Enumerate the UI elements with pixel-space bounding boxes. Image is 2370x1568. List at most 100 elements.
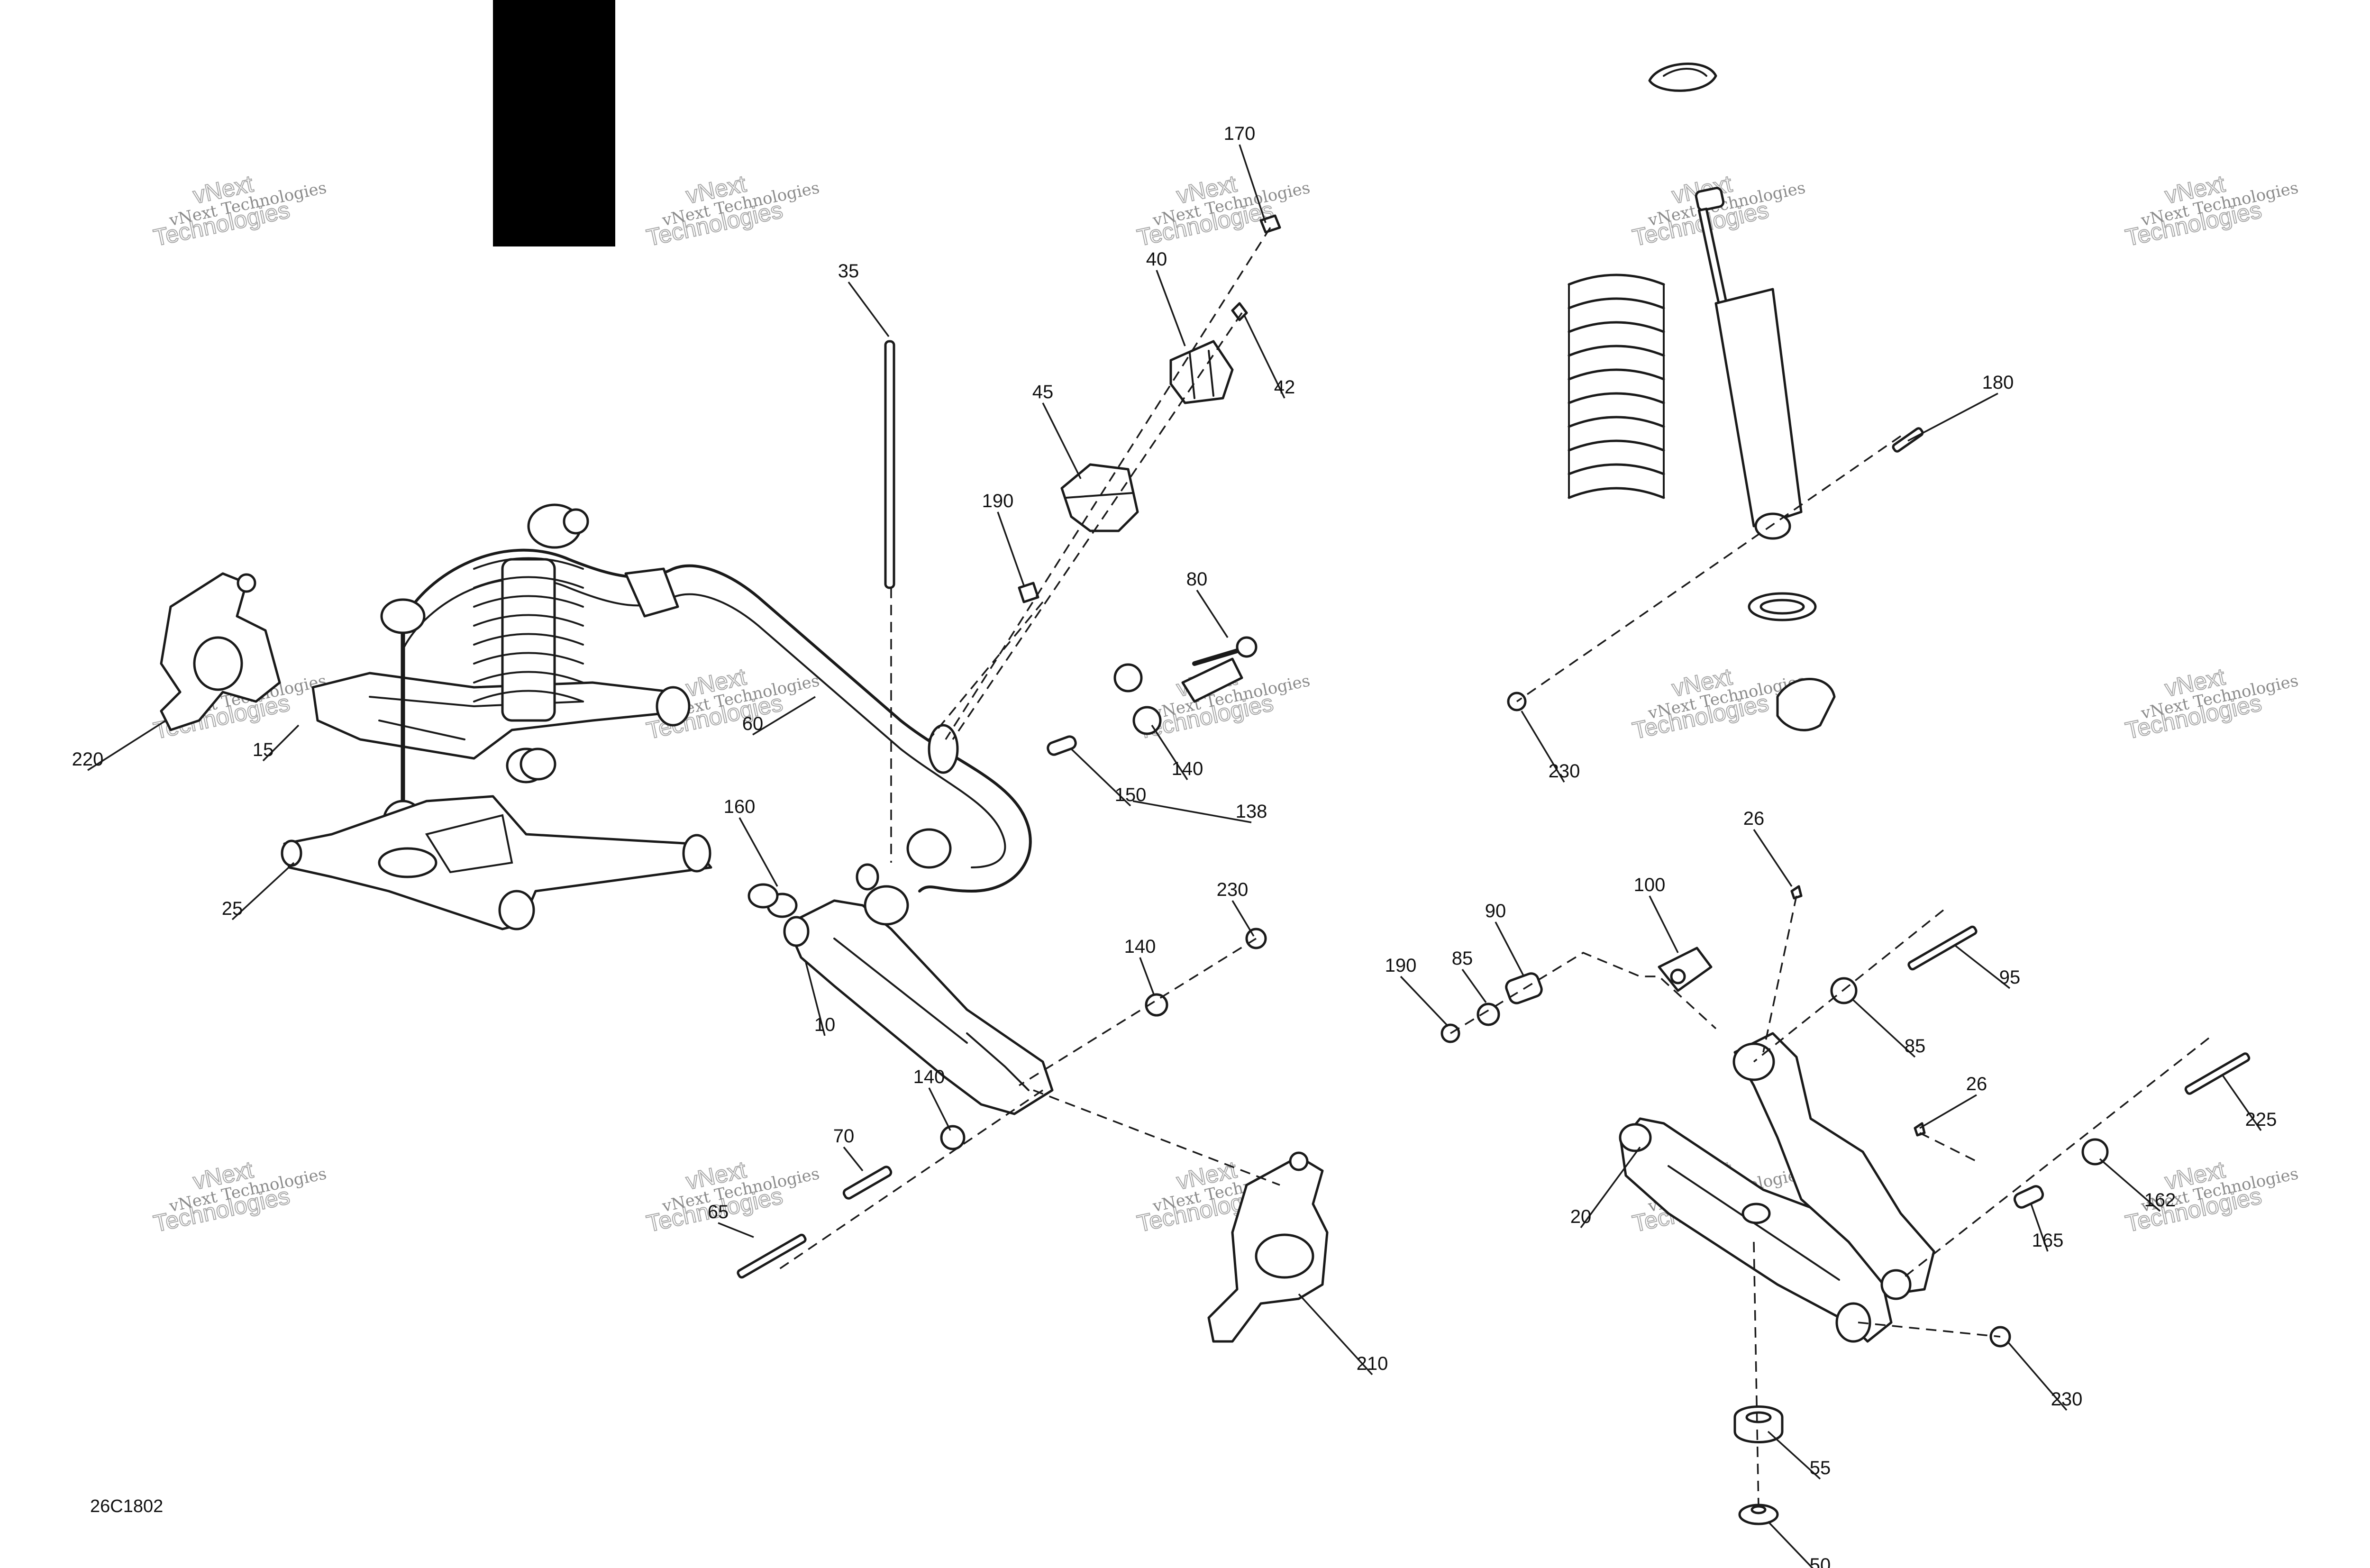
callout-140: 140 xyxy=(913,1067,945,1087)
leader-line xyxy=(718,1222,754,1238)
callout-230: 230 xyxy=(1549,761,1580,782)
stabilizer-link-rod xyxy=(884,340,895,589)
sway-bar xyxy=(401,548,1032,893)
leader-line xyxy=(1156,270,1186,346)
leader-line xyxy=(1239,144,1267,223)
leader-line xyxy=(87,720,166,771)
leader-line xyxy=(1919,1094,1977,1129)
callout-26: 26 xyxy=(1966,1074,1987,1094)
callout-140: 140 xyxy=(1172,758,1203,779)
front-suspension-assembly xyxy=(160,214,1329,1343)
index-tab-block xyxy=(493,0,615,246)
rear-suspension-assembly xyxy=(1440,63,2251,1525)
rear-trailing-arm xyxy=(1620,1117,1893,1343)
leader-line xyxy=(738,817,778,887)
callout-50: 50 xyxy=(1810,1555,1831,1568)
leader-line xyxy=(1580,1146,1641,1229)
callout-55: 55 xyxy=(1810,1458,1831,1478)
upper-a-arm xyxy=(311,672,689,760)
callout-210: 210 xyxy=(1357,1353,1388,1374)
callout-170: 170 xyxy=(1224,123,1256,144)
leader-line xyxy=(2006,1340,2068,1411)
callout-35: 35 xyxy=(838,261,859,282)
callout-230: 230 xyxy=(1217,879,1249,900)
callout-90: 90 xyxy=(1485,901,1506,921)
callout-45: 45 xyxy=(1032,382,1054,402)
leader-line xyxy=(1243,315,1285,399)
leader-line xyxy=(231,862,295,921)
leader-line xyxy=(1400,975,1449,1027)
callout-15: 15 xyxy=(253,739,274,760)
sway-bar-collar xyxy=(928,724,959,774)
rear-shock-absorber xyxy=(1695,187,1803,540)
leader-line xyxy=(1521,711,1565,783)
callout-95: 95 xyxy=(1999,967,2021,988)
leader-line xyxy=(848,281,890,337)
callout-190: 190 xyxy=(982,491,1014,511)
callout-85: 85 xyxy=(1905,1036,1926,1057)
callout-165: 165 xyxy=(2032,1230,2064,1251)
callout-230: 230 xyxy=(2051,1389,2083,1410)
drawing-code: 26C1802 xyxy=(90,1496,163,1516)
leader-line xyxy=(843,1146,864,1172)
leader-line xyxy=(1139,957,1155,996)
leader-line xyxy=(1907,392,1998,442)
assembly-lines xyxy=(777,227,2210,1508)
leader-line xyxy=(805,962,826,1036)
leader-line xyxy=(1649,895,1679,953)
callout-190: 190 xyxy=(1385,955,1417,976)
leader-line xyxy=(1196,590,1229,638)
callout-25: 25 xyxy=(222,898,243,919)
leader-line xyxy=(2099,1158,2161,1212)
leader-line xyxy=(752,696,816,736)
callout-180: 180 xyxy=(1982,372,2014,393)
callout-138: 138 xyxy=(1236,801,1267,822)
callout-150: 150 xyxy=(1115,784,1147,805)
callout-42: 42 xyxy=(1274,377,1295,398)
leader-lines xyxy=(87,144,2262,1568)
leader-line xyxy=(1767,1521,1814,1568)
callout-220: 220 xyxy=(72,749,104,770)
leader-line xyxy=(928,1087,951,1131)
callout-20: 20 xyxy=(1570,1206,1592,1227)
callout-65: 65 xyxy=(708,1202,729,1222)
callout-10: 10 xyxy=(814,1014,836,1035)
callout-160: 160 xyxy=(724,796,756,817)
callout-85: 85 xyxy=(1452,948,1473,969)
leader-line xyxy=(1132,800,1252,823)
leader-line xyxy=(1753,829,1793,887)
callout-100: 100 xyxy=(1634,875,1666,895)
leader-line xyxy=(1954,945,2011,989)
bushing-bracket xyxy=(1060,463,1139,532)
leader-line xyxy=(1461,968,1487,1003)
leader-line xyxy=(1151,725,1188,780)
callout-162: 162 xyxy=(2144,1190,2176,1211)
callout-80: 80 xyxy=(1186,569,1208,590)
leader-line xyxy=(1042,402,1082,479)
callout-labels: 170 40 42 35 45 190 180 80 60 150 140 138 220 15 25 160… xyxy=(72,123,2277,1568)
rear-coil-spring xyxy=(1568,273,1665,499)
bushing-plate xyxy=(1181,657,1243,703)
lower-a-arm xyxy=(283,795,712,930)
leader-line xyxy=(1231,900,1255,937)
leader-line xyxy=(1767,1431,1821,1480)
leader-line xyxy=(1298,1293,1373,1376)
leader-line xyxy=(2222,1076,2262,1131)
front-shock-assembly xyxy=(473,503,589,722)
callout-140: 140 xyxy=(1124,936,1156,957)
leader-line xyxy=(1852,999,1916,1058)
leader-line xyxy=(262,724,300,762)
callout-60: 60 xyxy=(742,713,764,734)
leader-line xyxy=(1495,921,1525,977)
callout-40: 40 xyxy=(1146,249,1167,270)
